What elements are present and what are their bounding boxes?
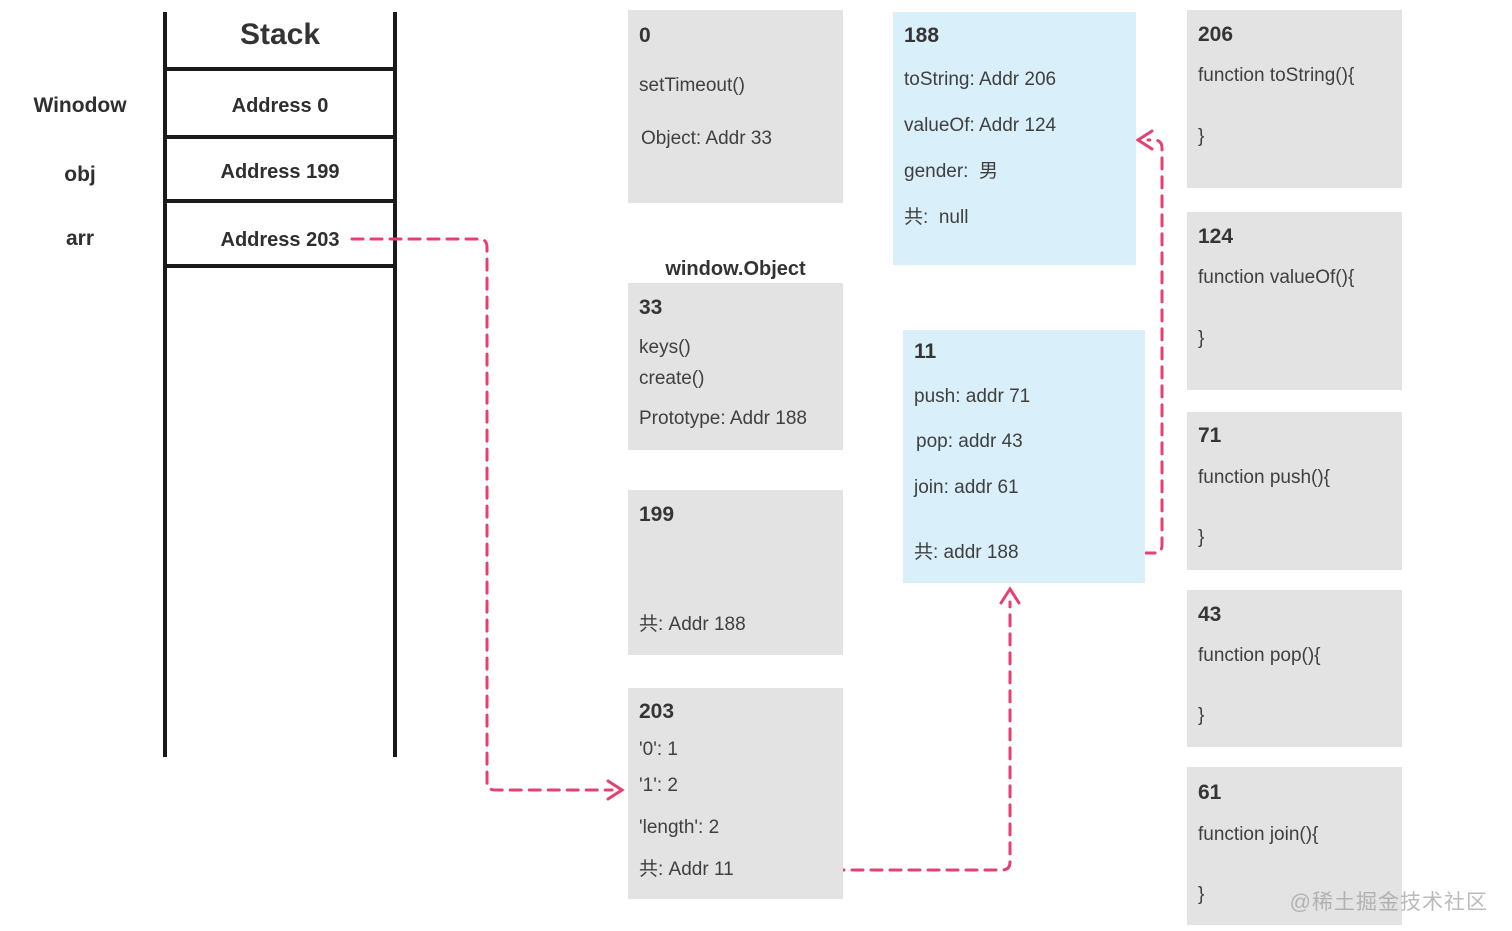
heap-box-203-line: '1': 2 [639, 775, 678, 796]
arrowhead-up-icon [999, 586, 1021, 605]
heap-box-203-addr: 203 [639, 700, 675, 723]
arrowhead-left-icon [1135, 129, 1154, 151]
heap-box-206: 206 function toString(){ } [1187, 10, 1402, 188]
heap-box-124-line: function valueOf(){ [1198, 267, 1355, 288]
stack-cell-address-203: Address 203 [220, 229, 340, 251]
heap-box-203-line: 'length': 2 [639, 817, 720, 838]
heap-box-43-line: } [1198, 705, 1205, 726]
heap-box-11-line: push: addr 71 [914, 386, 1031, 407]
heap-box-71-line: function push(){ [1198, 467, 1331, 488]
heap-box-71-addr: 71 [1198, 424, 1222, 447]
window-object-label: window.Object [665, 258, 806, 280]
heap-box-33-line: Prototype: Addr 188 [639, 408, 807, 429]
stack-title: Stack [239, 18, 321, 51]
heap-box-188: 188 toString: Addr 206 valueOf: Addr 124… [893, 12, 1136, 265]
stack-var-obj: obj [64, 163, 96, 186]
arrow-arr-to-203 [350, 237, 625, 801]
heap-box-11-line: 共: addr 188 [914, 542, 1019, 563]
heap-box-0: 0 setTimeout() Object: Addr 33 [628, 10, 843, 203]
heap-box-33-line: keys() [639, 337, 691, 358]
heap-box-188-line: valueOf: Addr 124 [904, 115, 1057, 136]
heap-box-206-line: } [1198, 126, 1205, 147]
heap-box-188-line: 共: null [904, 207, 969, 228]
stack-frame [163, 12, 397, 757]
heap-box-188-addr: 188 [904, 24, 940, 47]
heap-box-43-line: function pop(){ [1198, 645, 1321, 666]
heap-box-188-line: gender: 男 [904, 161, 998, 182]
watermark: @稀土掘金技术社区 [1289, 891, 1488, 914]
heap-box-33-addr: 33 [639, 296, 663, 319]
heap-box-199-line: 共: Addr 188 [639, 614, 746, 635]
heap-box-61-addr: 61 [1198, 781, 1222, 804]
heap-box-188-line: toString: Addr 206 [904, 69, 1057, 90]
heap-box-11-addr: 11 [914, 340, 937, 363]
heap-box-199: 199 共: Addr 188 [628, 490, 843, 655]
stack-cell-address-199: Address 199 [220, 161, 340, 183]
heap-box-43-addr: 43 [1198, 603, 1222, 626]
heap-box-11-line: pop: addr 43 [916, 431, 1023, 452]
heap-box-206-addr: 206 [1198, 23, 1234, 46]
arrowhead-right-icon [606, 779, 625, 801]
heap-box-11-line: join: addr 61 [914, 477, 1019, 498]
heap-box-124-addr: 124 [1198, 225, 1234, 248]
heap-box-124: 124 function valueOf(){ } [1187, 212, 1402, 390]
stack-var-window: Winodow [33, 94, 127, 117]
heap-box-33-line: create() [639, 368, 705, 389]
heap-box-203-line: '0': 1 [639, 739, 678, 760]
heap-box-203-line: 共: Addr 11 [639, 859, 734, 880]
heap-box-0-line: Object: Addr 33 [641, 128, 772, 149]
heap-box-0-addr: 0 [639, 24, 651, 47]
heap-box-71-line: } [1198, 527, 1205, 548]
heap-box-43: 43 function pop(){ } [1187, 590, 1402, 747]
heap-box-124-line: } [1198, 328, 1205, 349]
heap-box-61-line: } [1198, 884, 1205, 905]
heap-box-61: 61 function join(){ } [1187, 767, 1402, 925]
heap-box-11: 11 push: addr 71 pop: addr 43 join: addr… [903, 330, 1145, 583]
stack-var-arr: arr [65, 227, 95, 250]
heap-box-203: 203 '0': 1 '1': 2 'length': 2 共: Addr 11 [628, 688, 843, 899]
heap-box-206-line: function toString(){ [1198, 65, 1355, 86]
heap-box-71: 71 function push(){ } [1187, 412, 1402, 570]
heap-box-0-line: setTimeout() [639, 75, 745, 96]
heap-box-199-addr: 199 [639, 503, 675, 526]
heap-box-33: 33 keys() create() Prototype: Addr 188 [628, 283, 843, 450]
stack-cell-address-0: Address 0 [231, 95, 329, 117]
heap-box-61-line: function join(){ [1198, 824, 1319, 845]
